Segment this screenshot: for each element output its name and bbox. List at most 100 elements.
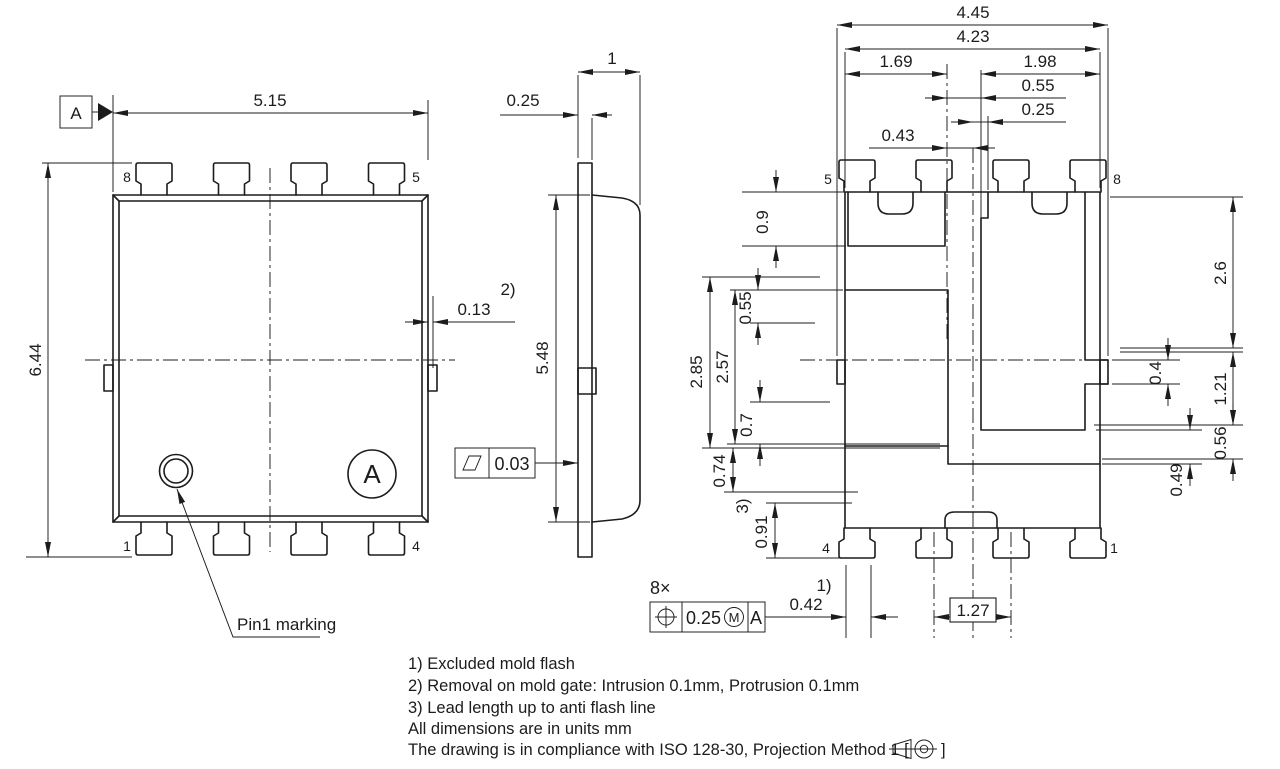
fcf-modifier: M [729, 610, 740, 625]
svg-text:0.55: 0.55 [736, 291, 755, 324]
top-view-pin5-label: 5 [412, 169, 420, 185]
dim-4-23: 4.23 [844, 27, 1101, 188]
pin1-marking-callout: Pin1 marking [176, 488, 336, 638]
dim-top-height: 6.44 [26, 162, 132, 558]
dim-1-69: 1.69 [845, 52, 947, 77]
drawing-notes: 1) Excluded mold flash 2) Removal on mol… [408, 655, 946, 760]
bottom-view-u-cutout-left [877, 191, 914, 215]
dim-0-43: 0.43 [869, 126, 995, 151]
top-view-right-tab [427, 364, 438, 392]
dim-0-25-top: 0.25 [951, 100, 1066, 190]
svg-text:2.85: 2.85 [687, 355, 706, 388]
dim-5-15: 5.15 [253, 91, 286, 110]
dim-1-27: 1.27 [934, 597, 1011, 623]
bottom-view-gate-bump [944, 511, 998, 529]
datum-a-letter: A [70, 104, 82, 123]
svg-text:2.6: 2.6 [1211, 261, 1230, 285]
note3-ref: 3) [733, 498, 752, 513]
position-icon [655, 606, 677, 628]
svg-text:0.56: 0.56 [1211, 426, 1230, 459]
dim-0-49: 0.49 [1096, 408, 1202, 497]
note-1: 1) Excluded mold flash [408, 655, 575, 673]
dim-6-44: 6.44 [26, 343, 45, 376]
dim-4-45: 4.45 [836, 3, 1109, 356]
top-view-pin1-label: 1 [123, 538, 131, 554]
dim-0-42: 0.42 1) [765, 565, 898, 638]
fcf-tolerance: 0.25 [686, 608, 721, 628]
bottom-view-u-cutout-right [1031, 191, 1068, 215]
top-view-leads-top [135, 162, 406, 196]
flatness-icon [462, 455, 482, 471]
side-view-leadframe [577, 162, 593, 558]
dim-1: 1 [607, 49, 616, 68]
dim-1-98: 1.98 [980, 52, 1100, 218]
dim-2-6: 2.6 [1110, 196, 1243, 349]
bottom-view-leads-bottom [838, 527, 1107, 559]
marking-letter: A [363, 459, 381, 489]
bottom-view-leads-top [838, 159, 1107, 193]
dim-2-85: 2.85 [687, 276, 940, 449]
dim-0-4: 0.4 [1112, 338, 1180, 406]
bottom-view-source-pad [844, 289, 949, 447]
dim-0-55-top: 0.55 [925, 76, 1066, 101]
bottom-view-pin4-label: 4 [822, 540, 830, 556]
pin1-marking-outer-circle [158, 453, 194, 489]
bottom-view-pitch-ref-lines [933, 532, 1012, 638]
dim-0-7: 0.7 [737, 380, 830, 466]
svg-text:0.4: 0.4 [1146, 361, 1165, 385]
top-view-left-tab [103, 364, 114, 392]
bottom-view-pin8-label: 8 [1113, 171, 1121, 187]
flatness-fcf: 0.03 [454, 447, 578, 479]
dim-0-25-side: 0.25 [506, 91, 539, 110]
dim-0-56: 0.56 [1102, 403, 1243, 481]
dim-0-9: 0.9 [742, 170, 846, 268]
datum-a-flag: A [59, 95, 113, 129]
svg-text:1.21: 1.21 [1211, 372, 1230, 405]
datum-triangle [98, 103, 113, 121]
dim-1-21: 1.21 [1094, 351, 1243, 426]
mmc-icon [724, 607, 744, 627]
pin1-marking-inner-circle [163, 458, 189, 484]
svg-text:1.69: 1.69 [879, 52, 912, 71]
svg-text:0.55: 0.55 [1021, 76, 1054, 95]
bottom-view-pin5-label: 5 [824, 171, 832, 187]
pin1-marking-label: Pin1 marking [237, 615, 336, 634]
note-units: All dimensions are in units mm [408, 720, 632, 738]
top-view-leads-bottom [135, 521, 406, 556]
note-compliance: The drawing is in compliance with ISO 12… [408, 741, 909, 759]
svg-text:0.7: 0.7 [737, 413, 756, 437]
svg-text:0.91: 0.91 [752, 515, 771, 548]
svg-text:0.74: 0.74 [710, 454, 729, 487]
svg-text:0.43: 0.43 [881, 126, 914, 145]
bottom-view-anti-flash-line [947, 445, 1101, 465]
bottom-view: 5 8 4 1 4.45 4.23 1.69 1.98 0.55 [649, 3, 1243, 640]
dim-mold-gate: 0.13 2) [405, 280, 516, 368]
svg-text:4.23: 4.23 [956, 27, 989, 46]
dim-0-13: 0.13 [457, 300, 490, 319]
flatness-value: 0.03 [494, 454, 529, 474]
svg-text:4.45: 4.45 [956, 3, 989, 22]
side-view-center-tab [577, 367, 597, 395]
dim-top-width: 5.15 [112, 91, 429, 192]
dim-0-74: 0.74 [710, 448, 858, 493]
dim-side-total-thickness: 1 [577, 49, 641, 205]
bottom-view-pin1-label: 1 [1110, 540, 1118, 556]
dim-side-body-height: 5.48 [533, 194, 590, 523]
svg-text:0.49: 0.49 [1167, 463, 1186, 496]
note-3: 3) Lead length up to anti flash line [408, 699, 656, 717]
bottom-view-left-tab [836, 359, 846, 385]
note-compliance-end: ] [941, 741, 946, 759]
side-view-body [591, 194, 641, 523]
dim-side-lead-thickness: 0.25 [500, 91, 612, 160]
bottom-view-top-left-pad [847, 191, 946, 247]
basic-dim-box [949, 597, 997, 623]
fcf-count: 8× [650, 578, 671, 598]
svg-text:1.27: 1.27 [956, 601, 989, 620]
svg-text:0.25: 0.25 [1021, 100, 1054, 119]
dim-0-55-left: 0.55 [730, 268, 843, 345]
dim-5-48: 5.48 [533, 341, 552, 374]
note1-ref: 1) [816, 576, 831, 595]
top-view-body-outer [112, 194, 429, 523]
